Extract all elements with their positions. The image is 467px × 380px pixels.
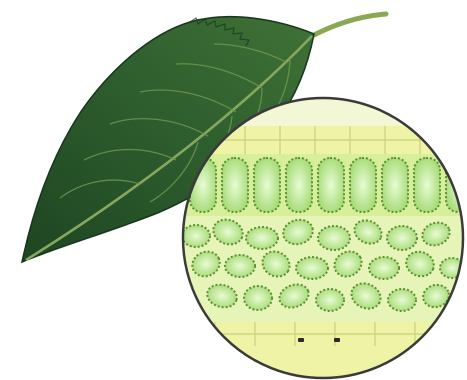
cross-section-magnifier: [180, 98, 467, 380]
leaf-stem: [312, 14, 386, 36]
spongy-layer: [180, 216, 467, 322]
lower-epidermis: [180, 322, 467, 380]
palisade-layer: [180, 154, 467, 216]
